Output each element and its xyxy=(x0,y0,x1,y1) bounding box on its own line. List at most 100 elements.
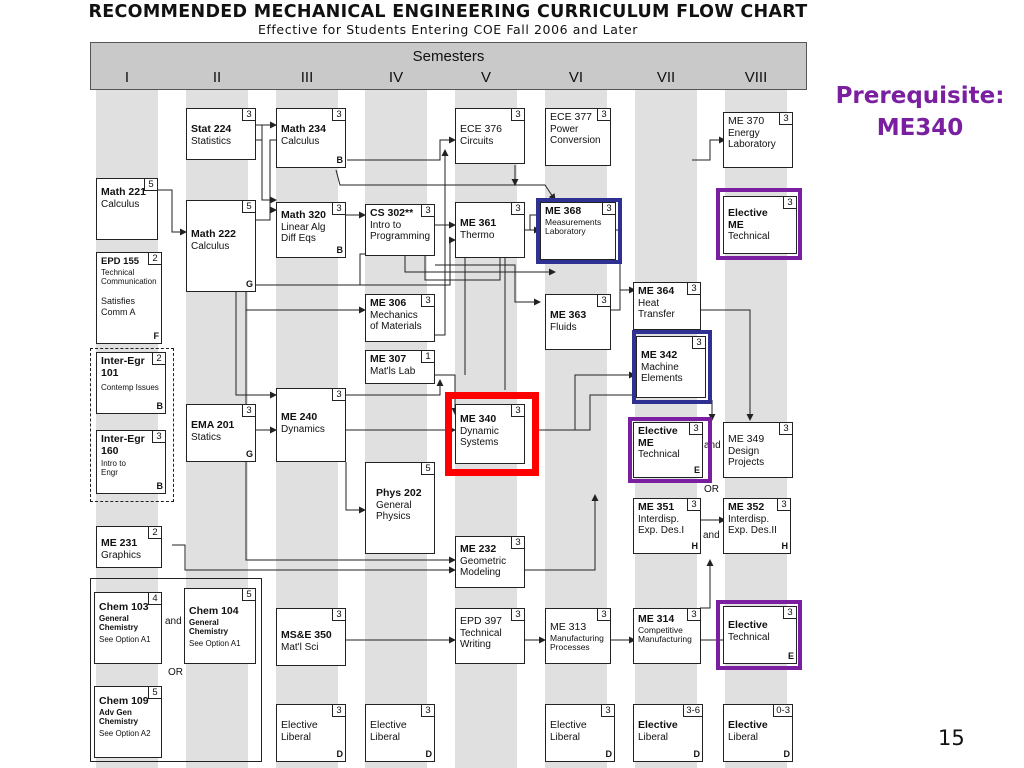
course-name: Intro to Programming xyxy=(370,219,431,242)
course-inter160[interactable]: 3 Inter-Egr 160 Intro to Engr B xyxy=(96,430,166,494)
course-math222[interactable]: 5 Math 222 Calculus G xyxy=(186,200,256,292)
course-ece377[interactable]: 3 ECE 377 Power Conversion xyxy=(545,108,611,166)
course-code: Math 320 xyxy=(281,209,326,221)
course-ema201[interactable]: 3 EMA 201 Statics G xyxy=(186,404,256,462)
course-code: ME 363 xyxy=(550,309,587,321)
course-elective-me-technical-7[interactable]: 3 Elective ME Technical E xyxy=(633,422,703,478)
course-math234[interactable]: 3 Math 234 Calculus B xyxy=(276,108,346,168)
category-letter: D xyxy=(693,748,701,759)
credits: 4 xyxy=(148,592,162,605)
course-name: General Chemistry xyxy=(189,617,229,636)
credits: 3 xyxy=(779,112,793,125)
course-me307[interactable]: 1 ME 307 Mat'ls Lab xyxy=(365,350,435,384)
course-me361[interactable]: 3 ME 361 Thermo xyxy=(455,202,525,258)
course-math320[interactable]: 3 Math 320 Linear Alg Diff Eqs B xyxy=(276,202,346,258)
course-name: Competitive Manufacturing xyxy=(638,624,692,644)
course-me340[interactable]: 3 ME 340 Dynamic Systems xyxy=(455,404,525,464)
and-label: and xyxy=(165,616,182,627)
course-me363[interactable]: 3 ME 363 Fluids xyxy=(545,294,611,350)
category-letter: D xyxy=(783,748,791,759)
course-name: Design Projects xyxy=(728,445,765,468)
course-code: ME 364 xyxy=(638,285,675,297)
chart-subtitle: Effective for Students Entering COE Fall… xyxy=(257,22,639,37)
course-code: EPD 397 xyxy=(460,615,503,627)
course-elective-me-technical-8[interactable]: 3 Elective ME Technical xyxy=(723,196,797,254)
course-inter101[interactable]: 2 Inter-Egr 101 Contemp Issues B xyxy=(96,352,166,414)
course-me314[interactable]: 3 ME 314 Competitive Manufacturing xyxy=(633,608,701,664)
course-code: ME 351 xyxy=(638,501,675,513)
course-math221[interactable]: 5 Math 221 Calculus xyxy=(96,178,158,240)
credits: 3 xyxy=(687,608,701,621)
course-elective-liberal-7[interactable]: 3-6 Elective Liberal D xyxy=(633,704,703,762)
course-code: Chem 103 xyxy=(99,601,149,613)
course-code: ME 349 xyxy=(728,433,765,445)
course-elective-liberal-8[interactable]: 0-3 Elective Liberal D xyxy=(723,704,793,762)
credits: 5 xyxy=(242,588,256,601)
course-name: Liberal xyxy=(728,731,759,743)
course-name: Calculus xyxy=(191,240,230,252)
course-code: Math 234 xyxy=(281,123,326,135)
course-name: Interdisp. Exp. Des.II xyxy=(728,513,777,536)
credits: 5 xyxy=(148,686,162,699)
course-chem103[interactable]: 4 Chem 103 General Chemistry See Option … xyxy=(94,592,162,664)
highlight-elective-technical-purple xyxy=(716,600,802,670)
course-code: Phys 202 xyxy=(376,487,422,499)
credits: 3 xyxy=(421,704,435,717)
course-name: Technical xyxy=(728,231,770,242)
course-chem109[interactable]: 5 Chem 109 Adv Gen Chemistry See Option … xyxy=(94,686,162,758)
or-label: OR xyxy=(168,667,183,678)
course-me368[interactable]: 3 ME 368 Measurements Laboratory xyxy=(540,202,616,260)
category-letter: G xyxy=(245,278,253,289)
credits: 3 xyxy=(597,608,611,621)
course-ece376[interactable]: 3 ECE 376 Circuits xyxy=(455,108,525,164)
course-me306[interactable]: 3 ME 306 Mechanics of Materials xyxy=(365,294,435,342)
course-stat224[interactable]: 3 Stat 224 Statistics xyxy=(186,108,256,160)
semester-label-8: VIII xyxy=(744,69,768,86)
course-me352[interactable]: 3 ME 352 Interdisp. Exp. Des.II H xyxy=(723,498,791,554)
and-label: and xyxy=(703,530,720,541)
course-code: Inter-Egr 160 xyxy=(101,433,145,457)
course-epd397[interactable]: 3 EPD 397 Technical Writing xyxy=(455,608,525,664)
course-me342[interactable]: 3 ME 342 Machine Elements xyxy=(636,336,706,398)
course-mse350[interactable]: 3 MS&E 350 Mat'l Sci xyxy=(276,608,346,666)
course-phys202[interactable]: 5 Phys 202 General Physics xyxy=(365,462,435,554)
category-letter: F xyxy=(153,330,160,341)
course-me351[interactable]: 3 ME 351 Interdisp. Exp. Des.I H xyxy=(633,498,701,554)
credits: 3 xyxy=(783,196,797,209)
course-name: Fluids xyxy=(550,321,577,333)
category-letter: B xyxy=(336,154,344,165)
and-label: and xyxy=(704,440,721,451)
course-code: ME 361 xyxy=(460,217,497,229)
course-elective-liberal-4[interactable]: 3 Elective Liberal D xyxy=(365,704,435,762)
course-chem104[interactable]: 5 Chem 104 General Chemistry See Option … xyxy=(184,588,256,664)
course-me349[interactable]: 3 ME 349 Design Projects xyxy=(723,422,793,478)
course-me240[interactable]: 3 ME 240 Dynamics xyxy=(276,388,346,462)
course-elective-liberal-3[interactable]: 3 Elective Liberal D xyxy=(276,704,346,762)
credits: 3 xyxy=(511,404,525,417)
course-epd155[interactable]: 2 EPD 155 Technical Communication Satisf… xyxy=(96,252,162,344)
credits: 3 xyxy=(597,108,611,121)
course-code: EPD 155 xyxy=(101,256,140,267)
course-name: Technical Communication xyxy=(101,267,157,286)
inter-egr-group xyxy=(90,348,174,502)
course-me364[interactable]: 3 ME 364 Heat Transfer xyxy=(633,282,701,330)
category-letter: B xyxy=(156,400,164,411)
course-cs302[interactable]: 3 CS 302** Intro to Programming xyxy=(365,204,435,256)
credits: 5 xyxy=(421,462,435,475)
course-code: ECE 377 xyxy=(550,111,593,123)
course-code: ME 370 xyxy=(728,115,765,127)
course-code: ME 313 xyxy=(550,621,587,633)
category-letter: E xyxy=(787,650,794,661)
course-elective-liberal-6[interactable]: 3 Elective Liberal D xyxy=(545,704,615,762)
course-me370[interactable]: 3 ME 370 Energy Laboratory xyxy=(723,112,793,168)
course-me313[interactable]: 3 ME 313 Manufacturing Processes xyxy=(545,608,611,664)
course-code: ME 314 xyxy=(638,613,675,625)
course-me231[interactable]: 2 ME 231 Graphics xyxy=(96,526,162,568)
credits: 3 xyxy=(332,704,346,717)
course-elective-technical-8b[interactable]: 3 Elective Technical E xyxy=(723,606,797,664)
course-code: Math 221 xyxy=(101,186,146,198)
course-name: Liberal xyxy=(550,731,581,743)
credits: 3 xyxy=(242,404,256,417)
course-me232[interactable]: 3 ME 232 Geometric Modeling xyxy=(455,536,525,588)
course-name: Liberal xyxy=(370,731,401,743)
